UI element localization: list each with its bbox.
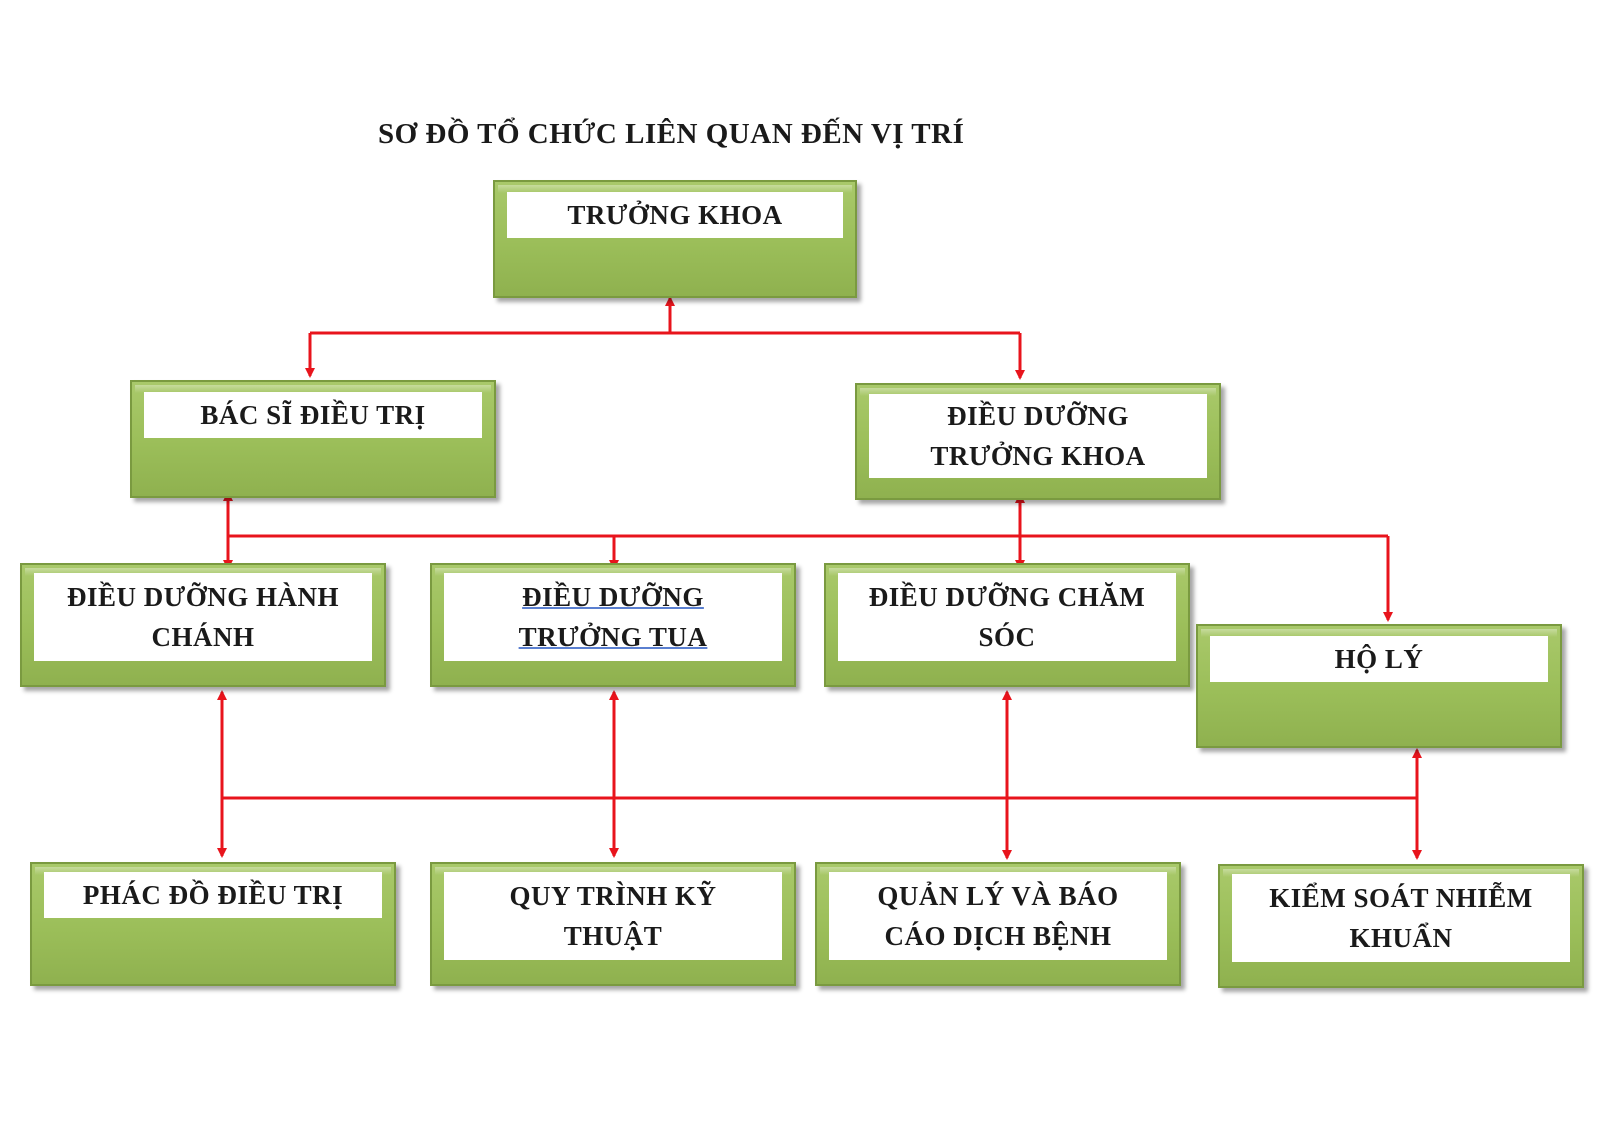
node-dieu-duong-hanh-chanh: ĐIỀU DƯỠNG HÀNH CHÁNH xyxy=(20,563,386,687)
node-label: ĐIỀU DƯỠNG HÀNH CHÁNH xyxy=(66,582,339,652)
node-dieu-duong-truong-khoa: ĐIỀU DƯỠNG TRƯỞNG KHOA xyxy=(855,383,1221,500)
node-label: PHÁC ĐỒ ĐIỀU TRỊ xyxy=(82,880,344,910)
diagram-title: SƠ ĐỒ TỔ CHỨC LIÊN QUAN ĐẾN VỊ TRÍ xyxy=(378,118,965,150)
node-ho-ly: HỘ LÝ xyxy=(1196,624,1562,748)
node-kiem-soat-nhiem-khuan: KIỂM SOÁT NHIỄM KHUẨN xyxy=(1218,864,1584,988)
node-bac-si-dieu-tri: BÁC SĨ ĐIỀU TRỊ xyxy=(130,380,496,498)
node-dieu-duong-cham-soc: ĐIỀU DƯỠNG CHĂM SÓC xyxy=(824,563,1190,687)
node-phac-do-dieu-tri: PHÁC ĐỒ ĐIỀU TRỊ xyxy=(30,862,396,986)
node-label: KIỂM SOÁT NHIỄM KHUẨN xyxy=(1269,883,1533,953)
node-truong-khoa: TRƯỞNG KHOA xyxy=(493,180,857,298)
node-label: HỘ LÝ xyxy=(1334,644,1424,674)
node-label: QUẢN LÝ VÀ BÁO CÁO DỊCH BỆNH xyxy=(877,881,1119,951)
node-label: ĐIỀU DƯỠNG TRƯỞNG TUA xyxy=(518,582,708,652)
node-quan-ly-bao-cao-dich-benh: QUẢN LÝ VÀ BÁO CÁO DỊCH BỆNH xyxy=(815,862,1181,986)
node-label: ĐIỀU DƯỠNG TRƯỞNG KHOA xyxy=(930,401,1146,471)
node-label: BÁC SĨ ĐIỀU TRỊ xyxy=(200,400,426,430)
node-quy-trinh-ky-thuat: QUY TRÌNH KỸ THUẬT xyxy=(430,862,796,986)
node-label: TRƯỞNG KHOA xyxy=(567,200,783,230)
node-label: QUY TRÌNH KỸ THUẬT xyxy=(509,881,717,951)
node-dieu-duong-truong-tua: ĐIỀU DƯỠNG TRƯỞNG TUA xyxy=(430,563,796,687)
node-label: ĐIỀU DƯỠNG CHĂM SÓC xyxy=(868,582,1146,652)
